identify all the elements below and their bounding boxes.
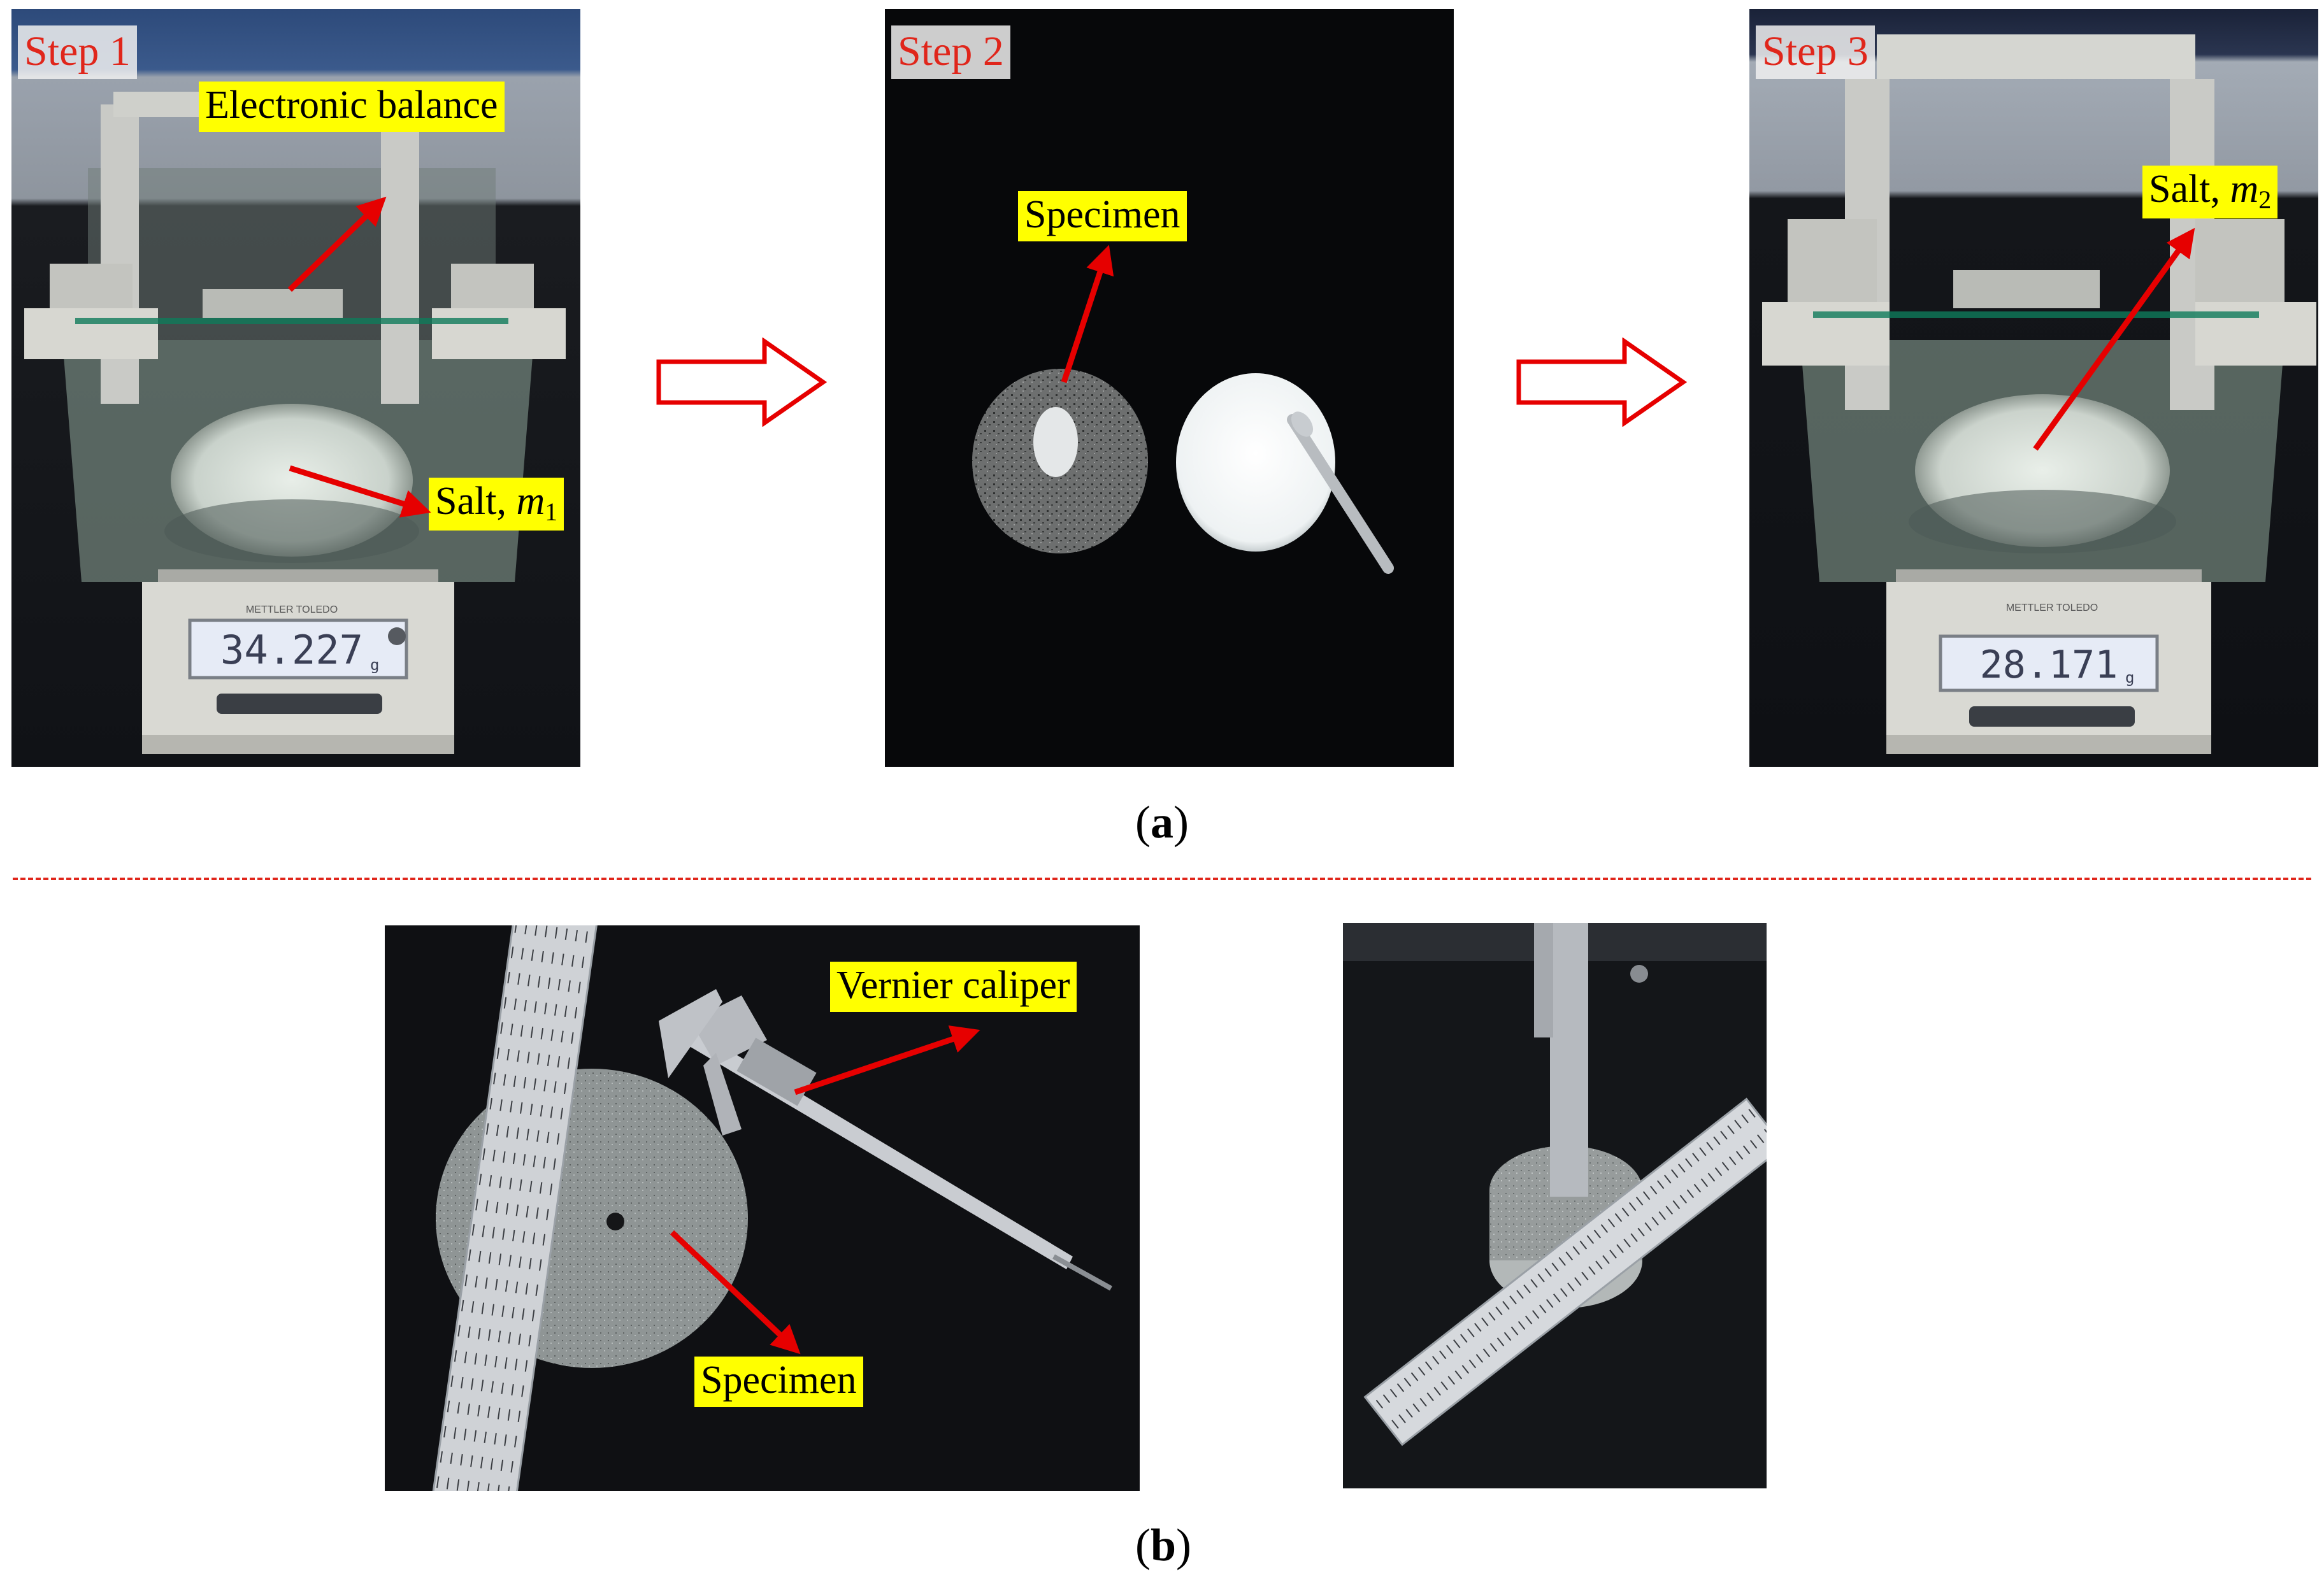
flow-arrow-icon	[656, 338, 828, 427]
balance-reading: 34.227	[220, 627, 363, 673]
label-salt-sub: 1	[545, 497, 558, 526]
height-measure-illustration	[1343, 923, 1767, 1488]
photo-step-1: METTLER TOLEDO 34.227 g Step 1	[11, 9, 580, 767]
balance-illustration-3: METTLER TOLEDO 28.171 g	[1749, 9, 2318, 767]
balance-illustration-1: METTLER TOLEDO 34.227 g	[11, 9, 580, 767]
step-1-label: Step 1	[18, 25, 137, 79]
balance-brand-text: METTLER TOLEDO	[2006, 602, 2098, 613]
label-specimen-step2: Specimen	[1018, 191, 1187, 241]
label-salt-var: m	[516, 480, 545, 523]
balance-unit: g	[370, 656, 379, 674]
section-divider	[13, 878, 2311, 880]
label-salt-var: m	[2230, 167, 2259, 211]
label-salt-sub: 2	[2258, 185, 2272, 214]
caption-a: (a)	[1135, 799, 1189, 845]
caliper-illustration	[385, 925, 1140, 1491]
label-salt-m2: Salt, m2	[2142, 166, 2278, 219]
label-salt-m1: Salt, m1	[429, 478, 564, 531]
caption-letter: b	[1150, 1520, 1177, 1571]
caption-paren-close: )	[1173, 797, 1189, 848]
specimen-illustration	[885, 9, 1454, 767]
step-3-label: Step 3	[1756, 25, 1875, 79]
balance-unit: g	[2125, 669, 2134, 687]
label-vernier-caliper: Vernier caliper	[830, 962, 1077, 1012]
label-salt-text: Salt,	[2149, 167, 2230, 211]
caption-paren-open: (	[1135, 1520, 1151, 1571]
caption-letter: a	[1150, 797, 1173, 848]
photo-step-3: METTLER TOLEDO 28.171 g Step 3	[1749, 9, 2318, 767]
photo-height-measure	[1343, 923, 1767, 1488]
caption-paren-open: (	[1135, 797, 1151, 848]
flow-arrow-icon	[1516, 338, 1688, 427]
photo-step-2: Step 2	[885, 9, 1454, 767]
label-specimen-b: Specimen	[694, 1357, 863, 1407]
balance-brand-text: METTLER TOLEDO	[246, 604, 338, 615]
label-salt-text: Salt,	[435, 480, 517, 523]
balance-reading: 28.171	[1980, 643, 2118, 687]
step-2-label: Step 2	[891, 25, 1010, 79]
label-electronic-balance: Electronic balance	[199, 82, 505, 132]
caption-b: (b)	[1135, 1522, 1191, 1568]
caption-paren-close: )	[1176, 1520, 1192, 1571]
